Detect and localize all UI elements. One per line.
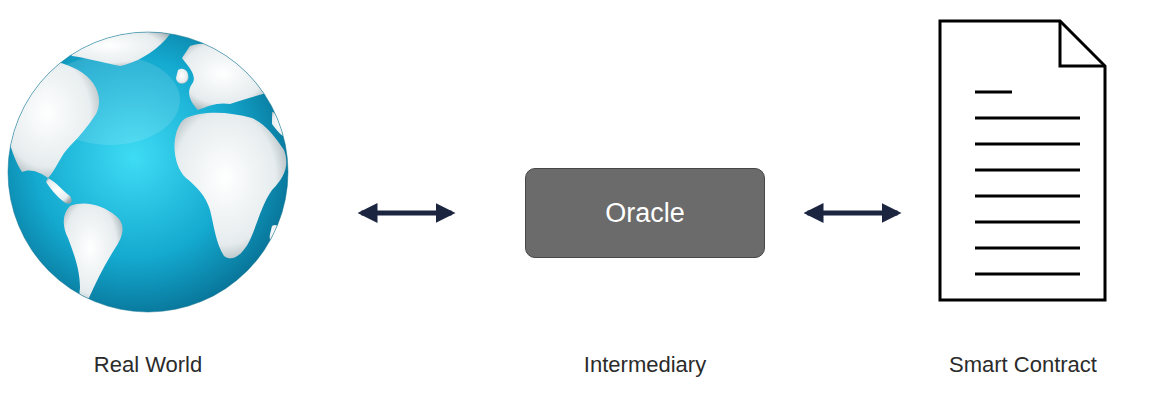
node-caption: Smart Contract [949,352,1097,378]
oracle-box: OracleIntermediary [525,168,765,378]
document-line [975,195,1080,198]
document-line [975,91,1012,94]
oracle-shape: Oracle [525,168,765,258]
globe-area [8,32,288,312]
document-line [975,273,1080,276]
globe-illustration [4,29,290,312]
document-node: Smart Contract [940,20,1106,378]
document-line [975,143,1080,146]
document-icon [940,21,1105,300]
document-line [975,221,1080,224]
document-line [975,169,1080,172]
node-label: Oracle [605,198,685,229]
document-line [975,247,1080,250]
document-line [975,117,1080,120]
double-arrow [362,211,452,216]
doc-area [940,20,1106,300]
double-arrow [808,211,898,216]
globe-node: Real World [8,32,288,378]
node-caption: Real World [94,352,202,378]
node-caption: Intermediary [584,352,706,378]
